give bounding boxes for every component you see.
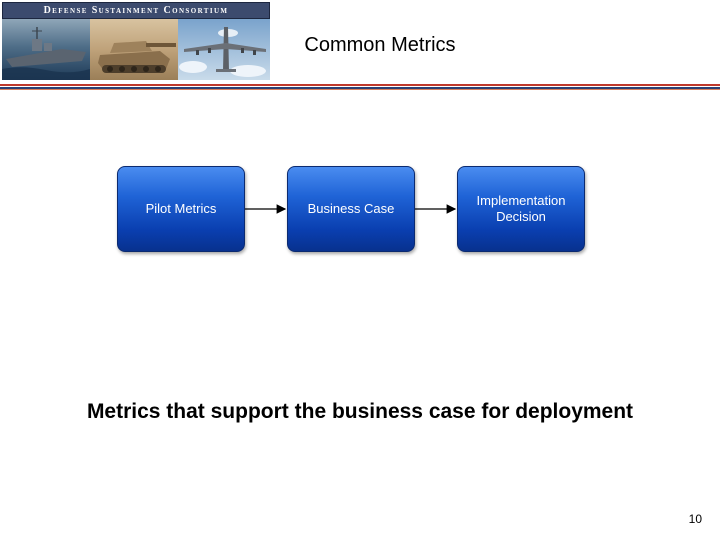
- tank-photo: [90, 19, 178, 80]
- bomber-photo: [178, 19, 270, 80]
- header-rule-red-thin: [0, 89, 720, 90]
- node-label: Pilot Metrics: [145, 201, 217, 216]
- node-label: Business Case: [307, 201, 395, 216]
- header-rule-blue: [0, 87, 720, 89]
- node-pilot-metrics: Pilot Metrics: [117, 166, 245, 252]
- header-rule-red: [0, 84, 720, 86]
- warship-photo: [2, 19, 90, 80]
- node-business-case: Business Case: [287, 166, 415, 252]
- banner-title: Defense Sustainment Consortium: [2, 2, 270, 19]
- page-number: 10: [688, 512, 702, 526]
- slide-caption: Metrics that support the business case f…: [86, 400, 634, 423]
- node-implementation-decision: Implementation Decision: [457, 166, 585, 252]
- node-label: Implementation Decision: [476, 193, 566, 224]
- header-rule-gap: [0, 86, 720, 87]
- slide-title: Common Metrics: [304, 34, 456, 56]
- consortium-banner: Defense Sustainment Consortium: [2, 2, 270, 80]
